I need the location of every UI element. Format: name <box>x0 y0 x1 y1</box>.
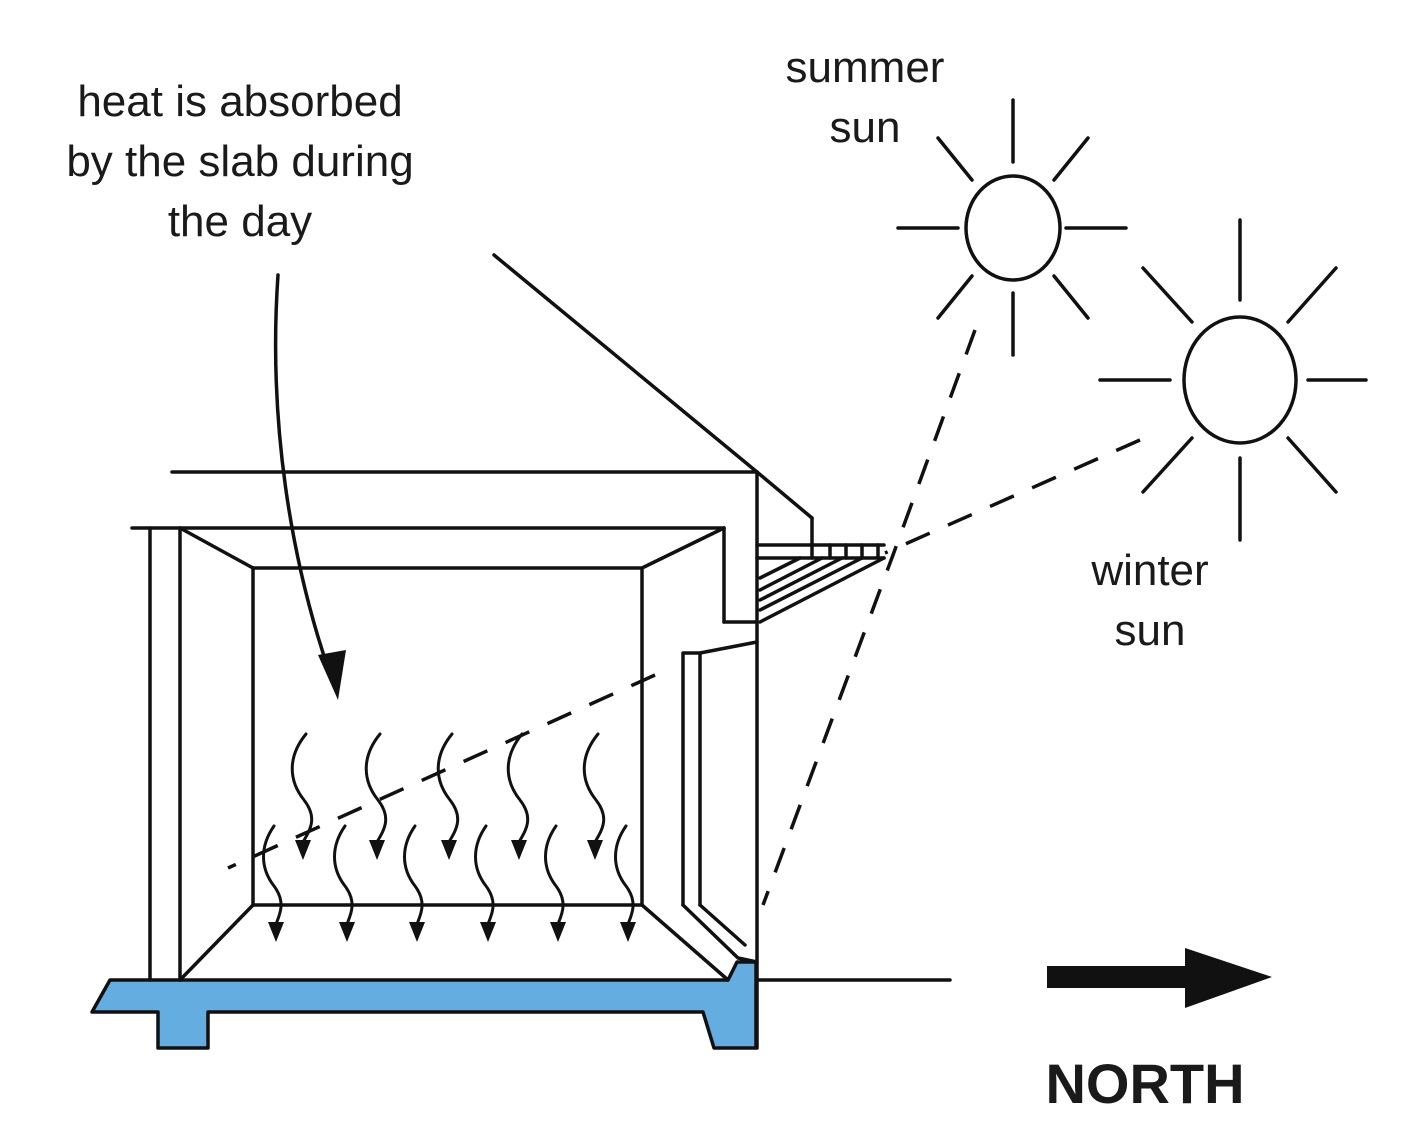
summer-label-line-2: sun <box>830 103 901 152</box>
eave-louvres <box>755 543 886 624</box>
house-section <box>130 253 952 1050</box>
heat-label-line-2: by the slab during <box>66 137 413 186</box>
winter-label-line-1: winter <box>1090 546 1208 595</box>
summer-sun-label: summer sun <box>786 43 945 152</box>
sun-icon <box>896 98 1128 357</box>
heat-wave-icon <box>506 732 530 860</box>
heat-wave-icon <box>474 824 496 942</box>
heat-label-line-3: the day <box>168 197 312 246</box>
heat-wave-icon <box>614 824 636 942</box>
winter-sun-label: winter sun <box>1090 546 1208 655</box>
heat-absorbed-label: heat is absorbed by the slab during the … <box>66 77 413 246</box>
heat-wave-icon <box>290 732 314 860</box>
heat-wave-icon <box>403 824 425 942</box>
heat-wave-icon <box>436 732 460 860</box>
heat-wave-icon <box>333 824 355 942</box>
winter-label-line-2: sun <box>1115 606 1186 655</box>
north-label: NORTH <box>1045 1052 1244 1115</box>
heat-wave-icon <box>262 824 284 942</box>
heat-wave-icon <box>364 732 388 860</box>
winter-sun-ray <box>227 438 1141 870</box>
heat-wave-icon <box>582 732 606 860</box>
label-pointer-arrow <box>273 273 346 700</box>
heat-wave-icon <box>544 824 566 942</box>
heat-label-line-1: heat is absorbed <box>77 77 402 126</box>
concrete-slab <box>90 960 758 1050</box>
sun-icon <box>1098 218 1368 542</box>
summer-sun-ray <box>761 329 977 906</box>
summer-label-line-1: summer <box>786 43 945 92</box>
north-arrow-icon <box>1047 948 1272 1008</box>
